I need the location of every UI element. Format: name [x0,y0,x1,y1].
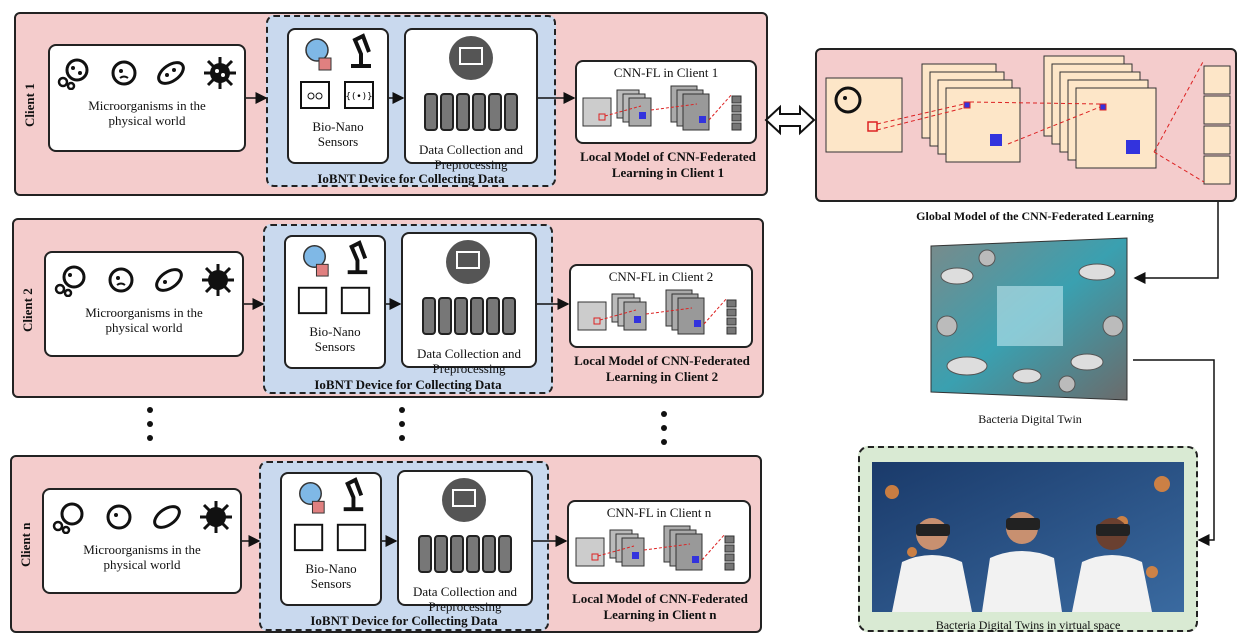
sensor-icons [293,477,367,552]
bidirectional-arrow-icon [764,104,816,136]
microbe-icons [50,56,244,90]
cnn-layers-icon [575,525,735,571]
device-icon [446,240,490,284]
digital-twin-label: Bacteria Digital Twin [978,412,1082,426]
cell-icon [106,504,131,530]
collection-label: Data Collection and Preprocessing [413,584,517,614]
collection-box-2: Data Collection and Preprocessing [401,232,537,376]
microorganisms-label: Microorganisms in the physical world [88,98,206,128]
sensor-icons: {(•)} [300,33,374,109]
sensor-label: Bio-Nano Sensors [305,561,357,591]
cnn-title: CNN-FL in Client 1 [613,65,719,80]
cnn-title: CNN-FL in Client n [606,505,712,520]
sensor-box-1: {(•)} Bio-Nano Sensors [287,28,389,164]
microorganisms-box-2: Microorganisms in the physical world [44,251,244,357]
sensor-label: Bio-Nano Sensors [309,324,361,354]
collection-label: Data Collection and Preprocessing [417,346,521,376]
global-model-label: Global Model of the CNN-Federated Learni… [916,209,1154,223]
collection-box-1: Data Collection and Preprocessing [404,28,538,172]
cnn-layers-icon [577,289,737,335]
device-icon [449,36,493,80]
bacillus-icon [157,61,186,85]
sensor-icons [297,240,371,315]
virtual-space-label: Bacteria Digital Twins in virtual space [935,618,1121,632]
ellipsis-dots [147,407,667,445]
client-flow-arrows [242,92,576,547]
sensor-label: Bio-Nano Sensors [312,119,364,149]
iobnt-label: IoBNT Device for Collecting Data [310,613,498,628]
collection-box-n: Data Collection and Preprocessing [397,470,533,614]
microorganisms-box-1: Microorganisms in the physical world [48,44,246,152]
microorganisms-label: Microorganisms in the physical world [85,305,203,335]
virtual-space-image [872,462,1184,612]
cell-icon [108,267,133,293]
microorganisms-box-n: Microorganisms in the physical world [42,488,242,594]
cnn-box-1: CNN-FL in Client 1 [575,60,757,144]
sensor-box-2: Bio-Nano Sensors [284,235,386,369]
cnn-box-n: CNN-FL in Client n [567,500,751,584]
collection-label: Data Collection and Preprocessing [419,142,523,172]
bacteria-digital-twin-image [930,237,1128,401]
local-model-label: Local Model of CNN-Federated Learning in… [580,149,756,180]
device-icon [442,478,486,522]
virus-cluster-icon [52,502,83,534]
cnn-box-2: CNN-FL in Client 2 [569,264,753,348]
virus-icon [201,264,234,296]
global-cnn-diagram [825,55,1231,185]
microorganisms-label: Microorganisms in the physical world [83,542,201,572]
virus-cluster-icon [58,58,89,90]
phone-row [403,297,535,340]
iobnt-label: IoBNT Device for Collecting Data [314,377,502,392]
sensor-box-n: Bio-Nano Sensors [280,472,382,606]
virus-icon [199,501,232,533]
microbe-icons [46,263,242,297]
bacillus-icon [154,268,183,292]
cnn-title: CNN-FL in Client 2 [608,269,714,284]
virus-cluster-icon [54,265,85,297]
local-model-label: Local Model of CNN-Federated Learning in… [572,591,748,622]
phone-row [406,93,536,136]
microbe-icons [44,500,240,534]
iobnt-label: IoBNT Device for Collecting Data [317,171,505,186]
svg-text:{(•)}: {(•)} [345,92,372,102]
bacillus-icon [152,505,181,529]
cell-icon [111,60,137,86]
virus-icon [203,57,236,89]
cnn-layers-icon [582,85,742,131]
local-model-label: Local Model of CNN-Federated Learning in… [574,353,750,384]
phone-row [399,535,531,578]
